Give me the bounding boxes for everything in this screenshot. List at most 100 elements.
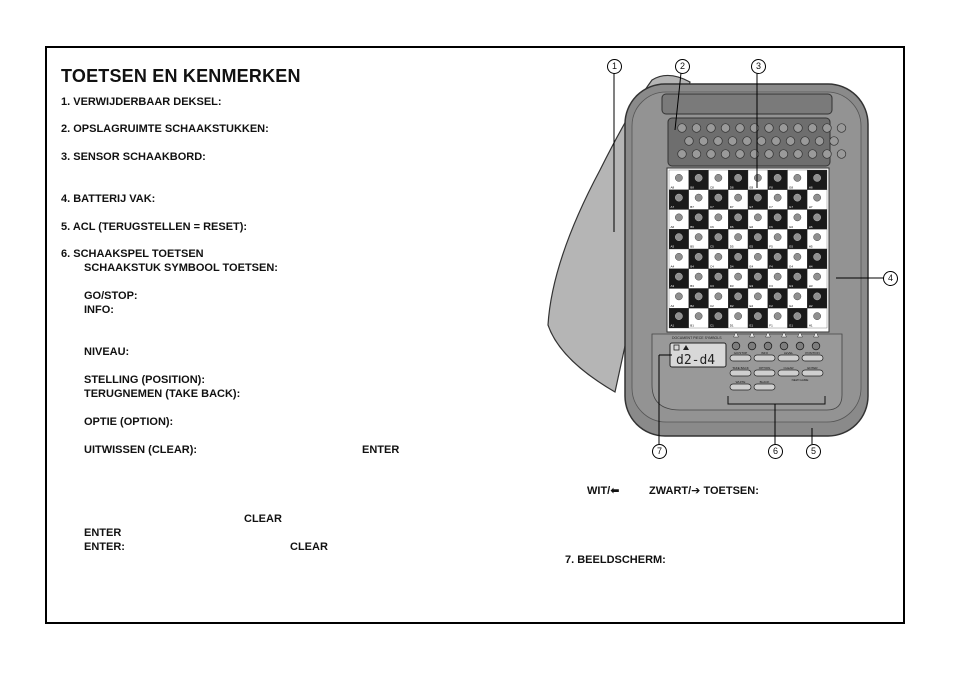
square-label: C6 [710, 225, 714, 229]
game-key-label: INFO [761, 351, 769, 355]
storage-hole [778, 149, 789, 159]
game-key[interactable] [777, 354, 800, 362]
square-label: B6 [690, 225, 694, 229]
storage-hole [698, 136, 709, 146]
square-label: E7 [750, 205, 754, 209]
square-led [813, 312, 821, 320]
piece-symbol-icon [765, 331, 771, 338]
square-led [694, 272, 703, 281]
piece-symbol-icon [813, 331, 819, 338]
game-key[interactable] [753, 354, 776, 362]
game-key[interactable] [753, 383, 776, 391]
clear-key-ref-2: CLEAR [290, 541, 328, 553]
storage-hole [749, 149, 760, 159]
square-led [694, 233, 703, 241]
square-led [734, 312, 742, 320]
square-label: E6 [750, 225, 754, 229]
square-led [754, 312, 762, 320]
storage-hole [778, 123, 789, 133]
square-led [714, 174, 723, 182]
square-led [675, 292, 683, 301]
square-label: D7 [730, 205, 734, 209]
square-label: F6 [769, 225, 773, 229]
square-label: D2 [730, 304, 734, 308]
square-label: A5 [671, 245, 675, 249]
item-display: 7. BEELDSCHERM: [565, 554, 666, 566]
storage-hole [742, 136, 752, 146]
square-label: B3 [690, 284, 694, 288]
game-key-label: POSITION [805, 351, 819, 355]
game-key-label: GO/STOP [734, 351, 748, 355]
game-key[interactable] [729, 383, 752, 391]
square-label: D1 [730, 324, 734, 328]
storage-hole [800, 136, 810, 146]
square-label: E2 [750, 304, 754, 308]
storage-hole [691, 149, 702, 159]
square-label: C7 [710, 205, 714, 209]
game-key[interactable] [753, 369, 776, 377]
page-frame [45, 46, 905, 624]
piece-symbol-icon [749, 331, 755, 338]
callout-6: 6 [768, 444, 783, 459]
square-led [793, 253, 802, 261]
square-led [694, 193, 703, 202]
top-slot [661, 93, 833, 115]
piece-symbol-icon [797, 331, 803, 338]
square-led [694, 312, 703, 320]
square-led [773, 174, 782, 182]
piece-symbol-key[interactable] [779, 341, 789, 351]
piece-symbol-key[interactable] [731, 341, 741, 351]
square-led [754, 213, 762, 222]
square-label: B4 [690, 264, 694, 268]
square-led [714, 193, 723, 202]
storage-hole [814, 136, 825, 146]
square-label: C1 [710, 324, 714, 328]
square-label: B1 [690, 324, 694, 328]
storage-hole [677, 149, 687, 159]
enter-key-ref-2: ENTER [84, 527, 122, 539]
storage-hole [807, 123, 818, 133]
square-led [813, 174, 821, 182]
square-led [793, 292, 802, 301]
item-gostop: GO/STOP: [84, 290, 138, 302]
game-key[interactable] [801, 354, 824, 362]
square-led [793, 272, 802, 281]
square-led [793, 213, 802, 222]
square-led [754, 253, 762, 261]
storage-hole [727, 136, 738, 146]
square-label: E3 [750, 284, 754, 288]
piece-symbol-key[interactable] [747, 341, 757, 351]
square-led [714, 253, 723, 261]
square-label: C5 [710, 245, 714, 249]
square-label: A4 [671, 264, 675, 268]
square-led [793, 174, 802, 182]
square-led [734, 272, 742, 281]
enter-key-ref-1: ENTER [362, 444, 400, 456]
game-key[interactable] [729, 354, 752, 362]
piece-symbol-key[interactable] [795, 341, 805, 351]
game-key[interactable] [801, 369, 824, 377]
game-key[interactable] [729, 369, 752, 377]
game-key[interactable] [777, 369, 800, 377]
piece-symbol-key[interactable] [811, 341, 821, 351]
square-led [734, 233, 742, 241]
item-white-key: WIT/⬅ [587, 485, 619, 498]
square-label: D5 [730, 245, 734, 249]
square-label: H5 [809, 245, 813, 249]
square-label: D6 [730, 225, 734, 229]
storage-hole [785, 136, 796, 146]
square-led [675, 312, 683, 320]
square-label: F7 [769, 205, 773, 209]
square-label: G5 [789, 245, 793, 249]
square-led [675, 174, 683, 182]
square-label: B8 [690, 185, 694, 189]
square-led [813, 233, 821, 241]
square-label: E1 [750, 324, 754, 328]
square-led [754, 233, 762, 241]
item-optie: OPTIE (OPTION): [84, 416, 174, 428]
storage-hole [749, 123, 760, 133]
square-label: F8 [769, 185, 773, 189]
square-led [694, 292, 703, 301]
storage-hole [713, 136, 723, 146]
piece-symbol-key[interactable] [763, 341, 773, 351]
